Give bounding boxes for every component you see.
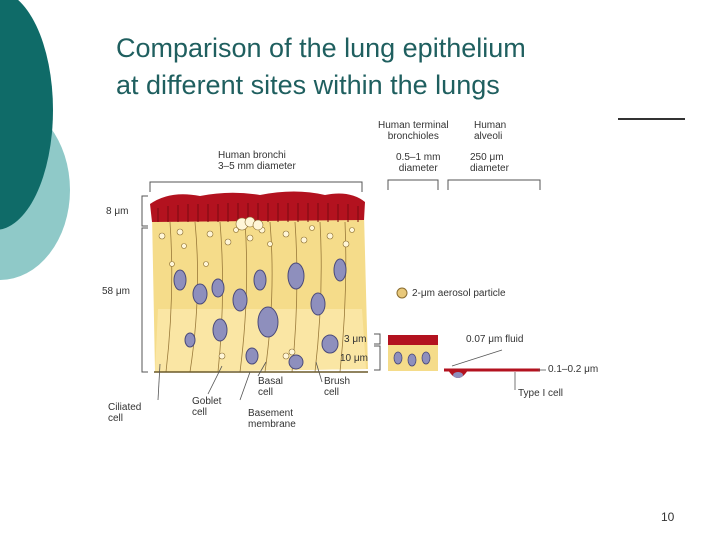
fluid-label: 0.07 μm fluid: [466, 334, 524, 345]
8um-label: 8 μm: [106, 206, 129, 217]
corner-decoration: [0, 0, 70, 280]
ciliated-cell-line1: Ciliated: [108, 402, 142, 413]
bronchi-label-line1: Human bronchi: [218, 150, 286, 161]
type1-nucleus: [453, 372, 463, 378]
3um-label: 3 μm: [344, 334, 367, 345]
bronchiole-cilia: [388, 335, 438, 345]
alveoli-label: Human alveoli: [474, 120, 506, 142]
brush-cell-label: Brush cell: [324, 376, 350, 398]
title-line-2: at different sites within the lungs: [116, 70, 500, 100]
8um-bracket: [141, 195, 148, 227]
basement-membrane-line1: Basement: [248, 408, 294, 419]
ciliated-cell-label: Ciliated cell: [108, 402, 141, 424]
bronchioles-label-line1: Human terminal: [378, 120, 449, 131]
alveoli-diameter-line2: diameter: [470, 163, 509, 174]
brush-cell-line2: cell: [324, 387, 340, 398]
bronchi-label: Human bronchi 3–5 mm diameter: [218, 150, 296, 172]
slide-title: Comparison of the lung epithelium at dif…: [116, 30, 696, 104]
basement-membrane-label: Basement membrane: [248, 408, 296, 430]
goblet-cell-label: Goblet cell: [192, 396, 221, 418]
nuclei: [173, 258, 347, 370]
alveoli-label-line2: alveoli: [474, 131, 503, 142]
thickness-label: 0.1–0.2 μm: [548, 364, 599, 375]
basal-cell-line2: cell: [258, 387, 274, 398]
basal-cell-label: Basal cell: [258, 376, 283, 398]
58um-label: 58 μm: [102, 286, 130, 297]
page-number: 10: [661, 510, 675, 524]
10um-bracket: [374, 345, 381, 371]
basement-membrane-line2: membrane: [248, 419, 296, 430]
bronchi-bracket: [149, 181, 363, 192]
3um-bracket: [374, 333, 381, 345]
ciliated-cell-line2: cell: [108, 413, 124, 424]
brush-cell-line1: Brush: [324, 376, 351, 387]
alveoli-diameter: 250 μm diameter: [470, 152, 509, 174]
epithelium-figure: Human bronchi 3–5 mm diameter Human term…: [100, 104, 618, 438]
aerosol-particle: [396, 287, 408, 299]
bronchioles-bracket: [387, 179, 439, 190]
alveoli-label-line1: Human: [474, 120, 507, 131]
alveoli-diameter-line1: 250 μm: [470, 152, 504, 163]
bronchioles-diameter: 0.5–1 mm diameter: [396, 152, 440, 174]
type1-cell-label: Type I cell: [518, 388, 564, 399]
bronchioles-diameter-line1: 0.5–1 mm: [396, 152, 441, 163]
bronchi-label-line2: 3–5 mm diameter: [218, 161, 296, 172]
bronchioles-label-line2: bronchioles: [387, 131, 439, 142]
bronchioles-label: Human terminal bronchioles: [378, 120, 449, 142]
cilia-strands: [157, 203, 359, 222]
bronchioles-diameter-line2: diameter: [398, 163, 438, 174]
title-rule: [615, 118, 685, 120]
basal-cell-line1: Basal: [258, 376, 284, 387]
leader-lines: [157, 349, 546, 401]
goblet-cell-line2: cell: [192, 407, 208, 418]
teal-dark-circle: [0, 0, 53, 230]
58um-bracket: [141, 227, 148, 373]
alveoli-bracket: [447, 179, 541, 190]
epithelium-diagram: [141, 179, 546, 401]
bronchi-lower-shade: [155, 309, 366, 372]
10um-label: 10 μm: [340, 353, 368, 364]
title-line-1: Comparison of the lung epithelium: [116, 33, 526, 63]
goblet-cell-line1: Goblet: [192, 396, 222, 407]
aerosol-label: 2-μm aerosol particle: [412, 288, 506, 299]
bronchiole-nuclei: [393, 351, 431, 367]
